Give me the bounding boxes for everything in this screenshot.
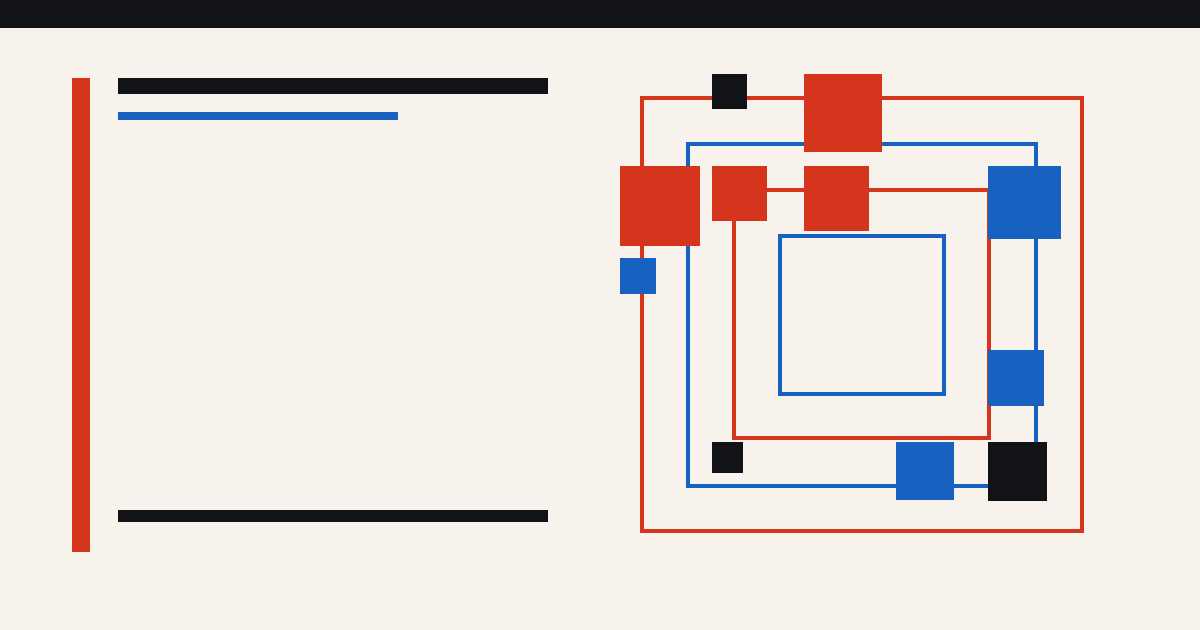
block-black-bottom-left xyxy=(712,442,743,473)
block-red-left xyxy=(620,166,700,246)
accent-bar xyxy=(72,78,90,552)
block-red-mid xyxy=(804,166,869,231)
block-red-top xyxy=(804,74,882,152)
block-blue-bottom xyxy=(896,442,954,500)
block-blue-right-mid xyxy=(988,350,1044,406)
top-bar xyxy=(0,0,1200,28)
subheading-rule xyxy=(118,112,398,120)
geometric-artwork xyxy=(620,74,1084,533)
block-black-bottom-right xyxy=(988,442,1047,501)
block-blue-right-top xyxy=(988,166,1061,239)
heading-rule xyxy=(118,78,548,94)
block-black-top xyxy=(712,74,747,109)
block-red-small xyxy=(712,166,767,221)
block-blue-left xyxy=(620,258,656,294)
footer-rule xyxy=(118,510,548,522)
frame-inner-blue xyxy=(778,234,946,396)
